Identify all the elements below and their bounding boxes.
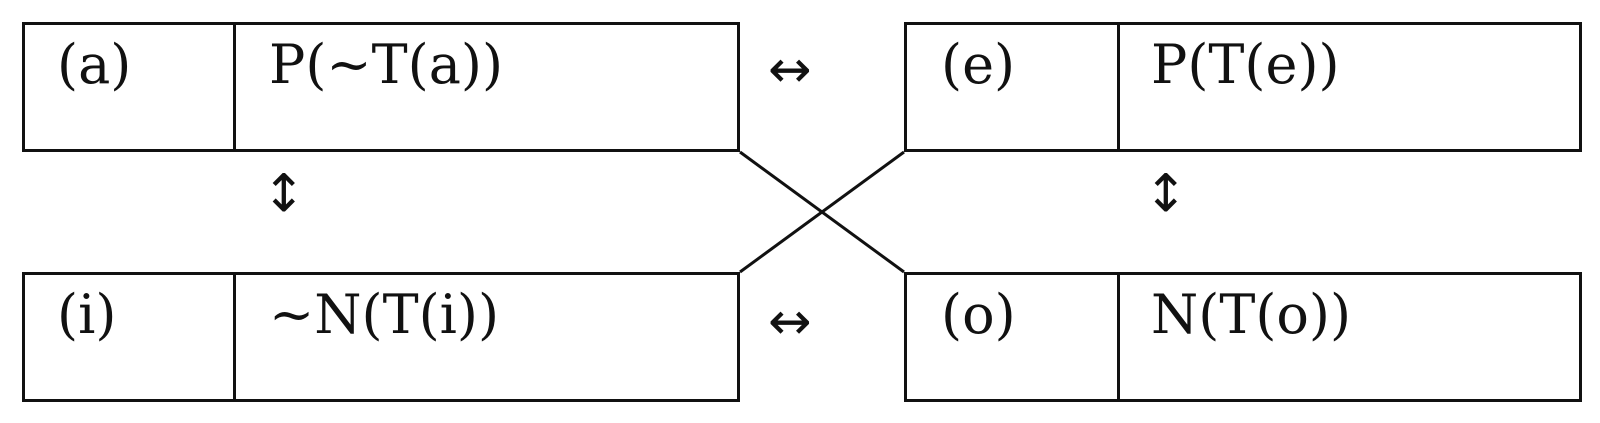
box-a: (a) P(~T(a)) [22,22,740,152]
box-divider [1117,25,1120,149]
box-o-formula: N(T(o)) [1151,283,1352,346]
box-e: (e) P(T(e)) [904,22,1582,152]
box-o-label: (o) [941,283,1016,346]
box-e-formula: P(T(e)) [1151,33,1340,96]
box-i: (i) ~N(T(i)) [22,272,740,402]
box-a-label: (a) [57,33,132,96]
box-e-label: (e) [941,33,1016,96]
diagonal-e-to-i [739,150,905,274]
box-divider [233,25,236,149]
box-i-label: (i) [57,283,117,346]
double-arrow-horizontal-top: ↔ [768,40,812,100]
box-i-formula: ~N(T(i)) [269,283,500,346]
box-divider [1117,275,1120,399]
double-arrow-vertical-right: ↕ [1144,164,1188,224]
box-o: (o) N(T(o)) [904,272,1582,402]
box-divider [233,275,236,399]
double-arrow-vertical-left: ↕ [262,164,306,224]
double-arrow-horizontal-bottom: ↔ [768,292,812,352]
box-a-formula: P(~T(a)) [269,33,504,96]
